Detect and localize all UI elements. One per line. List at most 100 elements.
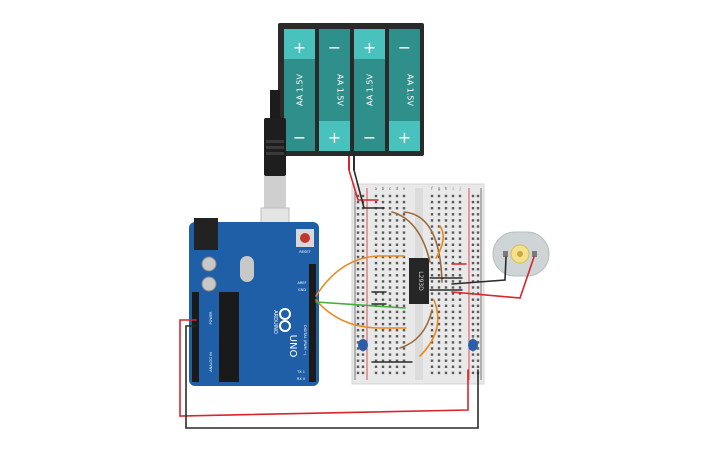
breadboard-hole	[374, 213, 378, 216]
breadboard-hole	[430, 225, 434, 228]
breadboard-hole	[476, 353, 480, 356]
breadboard-hole	[388, 213, 392, 216]
breadboard-hole	[402, 359, 406, 362]
breadboard-hole	[437, 268, 441, 271]
breadboard-hole	[356, 207, 360, 210]
breadboard-hole	[437, 347, 441, 350]
breadboard-hole	[381, 371, 385, 375]
breadboard-hole	[356, 335, 360, 338]
breadboard-hole	[402, 237, 406, 240]
breadboard-hole	[451, 359, 455, 362]
breadboard-hole	[361, 243, 365, 246]
battery-bottom-sign: +	[398, 128, 411, 147]
breadboard-hole	[444, 255, 448, 259]
breadboard-hole	[402, 322, 406, 326]
breadboard-hole	[356, 243, 360, 246]
breadboard-hole	[356, 280, 360, 283]
breadboard-hole	[458, 231, 462, 234]
breadboard-hole	[451, 237, 455, 240]
breadboard-hole	[430, 194, 434, 198]
breadboard-hole	[361, 213, 365, 216]
breadboard-hole	[437, 243, 441, 246]
breadboard-hole	[402, 365, 406, 368]
battery-top-sign: −	[328, 38, 341, 57]
breadboard-hole	[430, 347, 434, 350]
breadboard-hole	[471, 268, 475, 271]
breadboard-hole	[356, 353, 360, 356]
breadboard-hole	[476, 274, 480, 277]
breadboard-hole	[451, 225, 455, 228]
breadboard-hole	[444, 243, 448, 246]
breadboard-column-letter: e	[403, 186, 406, 191]
breadboard-hole	[395, 329, 399, 332]
battery-cell-label: AA 1.5V	[366, 74, 375, 106]
breadboard-hole	[381, 341, 385, 344]
breadboard-hole	[458, 316, 462, 320]
breadboard-hole	[374, 200, 378, 204]
breadboard-hole	[361, 249, 365, 253]
breadboard-hole	[374, 329, 378, 332]
breadboard-hole	[361, 268, 365, 271]
breadboard-hole	[395, 231, 399, 234]
breadboard-hole	[402, 219, 406, 222]
breadboard-column-letter: c	[389, 186, 391, 191]
breadboard-hole	[381, 255, 385, 259]
breadboard-hole	[458, 280, 462, 283]
breadboard-hole	[402, 200, 406, 204]
breadboard-hole	[451, 341, 455, 344]
breadboard-hole	[374, 371, 378, 375]
breadboard-hole	[476, 329, 480, 332]
breadboard-hole	[444, 268, 448, 271]
breadboard-hole	[476, 310, 480, 314]
breadboard-hole	[471, 365, 475, 368]
breadboard-hole	[356, 225, 360, 228]
breadboard-hole	[374, 243, 378, 246]
arduino-aref-label: AREF	[297, 281, 306, 285]
breadboard-hole	[395, 304, 399, 307]
breadboard-hole	[388, 322, 392, 326]
breadboard-hole	[430, 280, 434, 283]
battery-bottom-sign: +	[328, 128, 341, 147]
breadboard-column-letter: d	[396, 186, 399, 191]
breadboard-hole	[444, 237, 448, 240]
breadboard-hole	[437, 371, 441, 375]
breadboard-hole	[451, 243, 455, 246]
breadboard-hole	[361, 261, 365, 265]
breadboard-hole	[402, 310, 406, 314]
breadboard-hole	[356, 237, 360, 240]
breadboard-hole	[381, 280, 385, 283]
breadboard-hole	[388, 353, 392, 356]
breadboard-hole	[395, 243, 399, 246]
arduino-model-label: UNO	[287, 335, 298, 358]
breadboard-column-letter: b	[382, 186, 385, 191]
breadboard-hole	[430, 243, 434, 246]
breadboard-hole	[458, 207, 462, 210]
breadboard-hole	[388, 304, 392, 307]
breadboard-hole	[451, 292, 455, 295]
breadboard-hole	[388, 207, 392, 210]
breadboard-hole	[451, 207, 455, 210]
breadboard-hole	[444, 219, 448, 222]
breadboard-hole	[388, 341, 392, 344]
breadboard-hole	[395, 298, 399, 301]
breadboard-hole	[437, 353, 441, 356]
breadboard-hole	[374, 359, 378, 362]
breadboard-hole	[356, 286, 360, 289]
breadboard-hole	[458, 286, 462, 289]
breadboard-hole	[381, 249, 385, 253]
breadboard-hole	[451, 280, 455, 283]
breadboard-hole	[458, 341, 462, 344]
breadboard-hole	[402, 353, 406, 356]
breadboard-hole	[388, 274, 392, 277]
breadboard-hole	[451, 274, 455, 277]
breadboard-hole	[471, 280, 475, 283]
breadboard-hole	[395, 286, 399, 289]
breadboard-hole	[356, 365, 360, 368]
breadboard-hole	[444, 329, 448, 332]
breadboard-hole	[402, 280, 406, 283]
breadboard-hole	[437, 231, 441, 234]
breadboard-hole	[451, 200, 455, 204]
breadboard-hole	[402, 231, 406, 234]
breadboard-hole	[388, 347, 392, 350]
